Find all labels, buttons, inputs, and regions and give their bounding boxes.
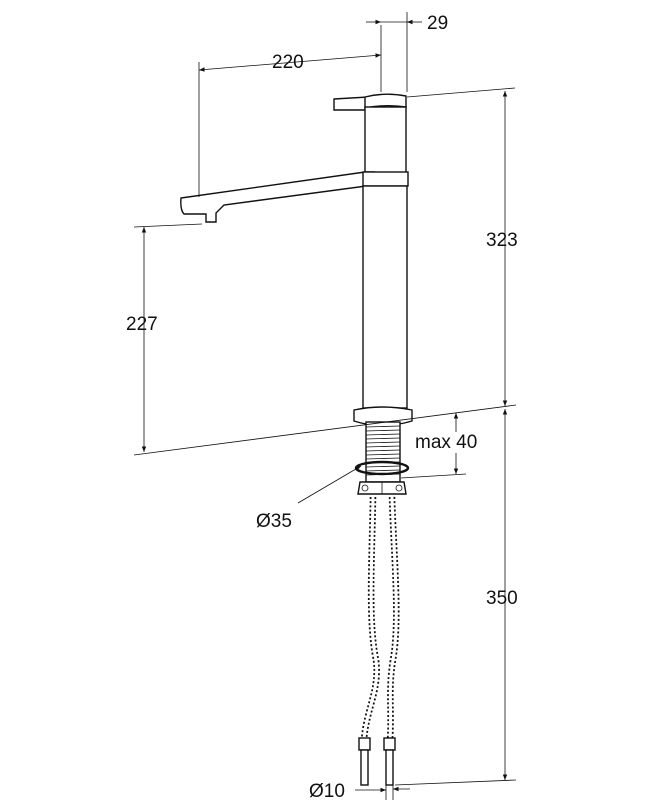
- dim-label-29: 29: [427, 13, 448, 34]
- hose-fitting-right: [383, 737, 396, 786]
- spout-collar: [362, 171, 409, 187]
- hose-fitting-left: [358, 737, 371, 786]
- dim-label-220: 220: [272, 52, 304, 73]
- threaded-shank: [365, 421, 401, 483]
- dim-label-323: 323: [486, 230, 518, 251]
- dim-spout-height: 227: [126, 223, 203, 452]
- dim-label-d10: Ø10: [309, 781, 345, 802]
- faucet-upper-body: [364, 106, 407, 176]
- faucet-spout: [180, 171, 375, 223]
- dim-body-diameter: 29: [366, 12, 448, 92]
- dim-spout-reach: 220: [198, 52, 382, 197]
- dim-label-350: 350: [486, 588, 518, 609]
- dim-hose-connection: Ø10: [309, 778, 410, 802]
- dim-label-max40: max 40: [415, 432, 477, 453]
- dim-total-height: 323: [406, 87, 518, 406]
- nut-screw-right: [395, 484, 403, 492]
- flexible-hoses: [358, 496, 400, 786]
- dim-hole-diameter: Ø35: [256, 465, 362, 532]
- nut-screw-left: [361, 484, 369, 492]
- faucet-top-cap: [364, 93, 407, 109]
- faucet-lever: [333, 96, 369, 111]
- faucet-column: [362, 185, 408, 409]
- countertop-line: [133, 404, 517, 456]
- dim-label-d35: Ø35: [256, 511, 292, 532]
- dim-label-227: 227: [126, 314, 158, 335]
- dim-max-thickness: max 40: [400, 413, 477, 479]
- faucet-body: [180, 93, 413, 495]
- dim-hose-length: 350: [394, 409, 518, 786]
